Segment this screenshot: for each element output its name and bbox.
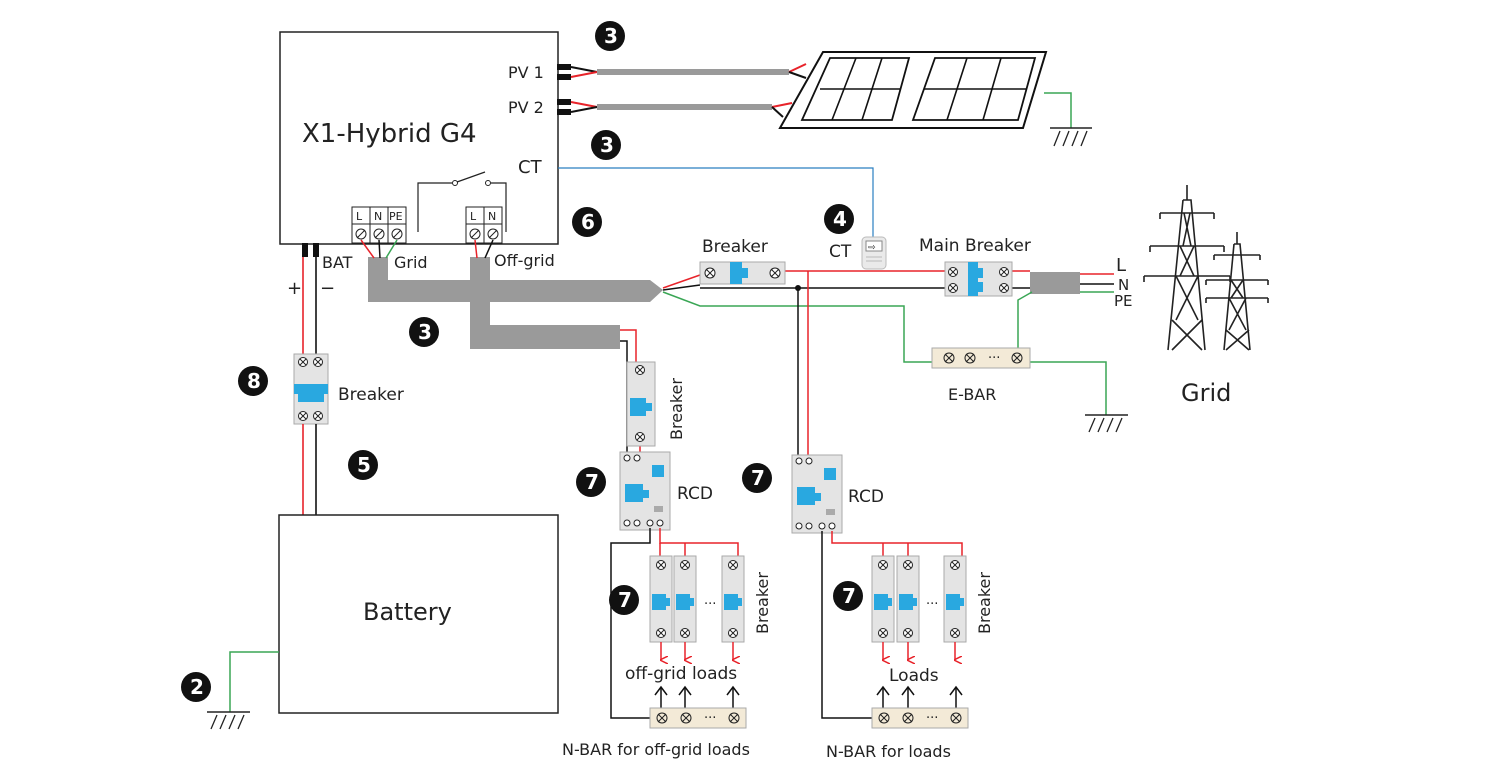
badge-7-group2: 7 xyxy=(833,581,863,611)
loads-breaker-group-label: Breaker xyxy=(975,572,994,634)
badge-3-mid: 3 xyxy=(591,130,621,160)
rcd-offgrid-label: RCD xyxy=(677,484,713,504)
pv-cables xyxy=(570,63,807,118)
badge-7-rcd1: 7 xyxy=(576,467,606,497)
svg-text:3: 3 xyxy=(600,133,614,157)
badge-4: 4 xyxy=(824,204,854,234)
pv1-label: PV 1 xyxy=(508,63,544,82)
grid-breaker-label: Breaker xyxy=(702,237,768,257)
svg-text:⇨: ⇨ xyxy=(868,243,876,253)
rcd-loads-label: RCD xyxy=(848,487,884,507)
bat-minus: − xyxy=(320,278,335,299)
svg-text:···: ··· xyxy=(926,711,938,726)
main-breaker xyxy=(944,261,1013,297)
pv2-label: PV 2 xyxy=(508,98,544,117)
ct-meter: ⇨ xyxy=(861,236,887,270)
panel-earth xyxy=(1044,92,1092,147)
svg-text:4: 4 xyxy=(833,207,847,231)
badge-7-rcd2: 7 xyxy=(742,463,772,493)
svg-text:···: ··· xyxy=(926,597,938,612)
svg-text:7: 7 xyxy=(751,466,765,490)
grid-terminal-block: L N PE xyxy=(351,206,407,244)
badge-5: 5 xyxy=(348,450,378,480)
grid-breaker xyxy=(699,261,786,285)
badge-8: 8 xyxy=(238,366,268,396)
nbar-offgrid: ··· xyxy=(649,707,747,729)
battery-breaker-label: Breaker xyxy=(338,385,404,405)
svg-text:6: 6 xyxy=(581,210,595,234)
svg-text:PE: PE xyxy=(389,210,403,223)
badge-6: 6 xyxy=(572,207,602,237)
offgrid-breaker-group: ··· xyxy=(649,555,745,643)
svg-text:N: N xyxy=(488,210,496,223)
grid-wires xyxy=(620,270,1114,455)
ebar-label: E-BAR xyxy=(948,385,996,404)
main-cables xyxy=(368,257,663,349)
e-bar: ··· xyxy=(931,347,1031,369)
battery-label: Battery xyxy=(363,598,452,626)
grid-label: Grid xyxy=(1181,379,1231,407)
battery-breaker xyxy=(293,353,329,425)
offgrid-breaker-label: Breaker xyxy=(667,378,686,440)
battery-box: Battery xyxy=(278,514,559,714)
svg-text:5: 5 xyxy=(357,453,371,477)
svg-text:N: N xyxy=(374,210,382,223)
svg-text:3: 3 xyxy=(604,24,618,48)
badge-2: 2 xyxy=(181,672,211,702)
svg-text:7: 7 xyxy=(618,588,632,612)
svg-text:8: 8 xyxy=(247,369,261,393)
svg-text:L: L xyxy=(470,210,477,223)
grid-port-label: Grid xyxy=(394,253,428,272)
bat-label: BAT xyxy=(322,253,353,272)
badge-3-low: 3 xyxy=(409,317,439,347)
offgrid-breaker-group-label: Breaker xyxy=(753,572,772,634)
offgrid-breaker xyxy=(626,361,656,447)
ebar-earth xyxy=(1085,414,1128,433)
offgrid-port-label: Off-grid xyxy=(494,251,555,270)
svg-text:···: ··· xyxy=(704,597,716,612)
bat-plus: + xyxy=(287,278,302,299)
battery-earth xyxy=(207,711,250,730)
inverter-title: X1-Hybrid G4 xyxy=(302,119,477,149)
solar-panel xyxy=(778,51,1048,129)
line-l-label: L xyxy=(1116,255,1126,276)
line-pe-label: PE xyxy=(1114,292,1133,310)
badge-7-group1: 7 xyxy=(609,585,639,615)
offgrid-loads-label: off-grid loads xyxy=(625,664,737,684)
line-n-label: N xyxy=(1118,276,1129,294)
ct-wire xyxy=(558,167,874,240)
loads-breaker-group: ··· xyxy=(871,555,967,643)
offgrid-terminal-block: L N xyxy=(465,206,503,244)
loads-label: Loads xyxy=(889,666,939,686)
nbar-loads-label: N-BAR for loads xyxy=(826,742,951,761)
svg-text:2: 2 xyxy=(190,675,204,699)
rcd-loads xyxy=(791,454,843,534)
main-breaker-label: Main Breaker xyxy=(919,236,1031,256)
nbar-offgrid-label: N-BAR for off-grid loads xyxy=(562,740,750,759)
nbar-loads: ··· xyxy=(871,707,969,729)
svg-text:3: 3 xyxy=(418,320,432,344)
badge-3-top: 3 xyxy=(595,21,625,51)
ct-port-label: CT xyxy=(518,157,543,178)
svg-text:···: ··· xyxy=(704,711,716,726)
svg-text:L: L xyxy=(356,210,363,223)
rcd-offgrid xyxy=(619,451,671,531)
svg-text:7: 7 xyxy=(585,470,599,494)
inverter-box: X1-Hybrid G4 PV 1 PV 2 CT L N PE xyxy=(279,31,571,299)
svg-text:7: 7 xyxy=(842,584,856,608)
grid-tower-icon xyxy=(1143,185,1269,351)
ct-meter-label: CT xyxy=(829,242,852,262)
svg-text:···: ··· xyxy=(988,351,1000,366)
